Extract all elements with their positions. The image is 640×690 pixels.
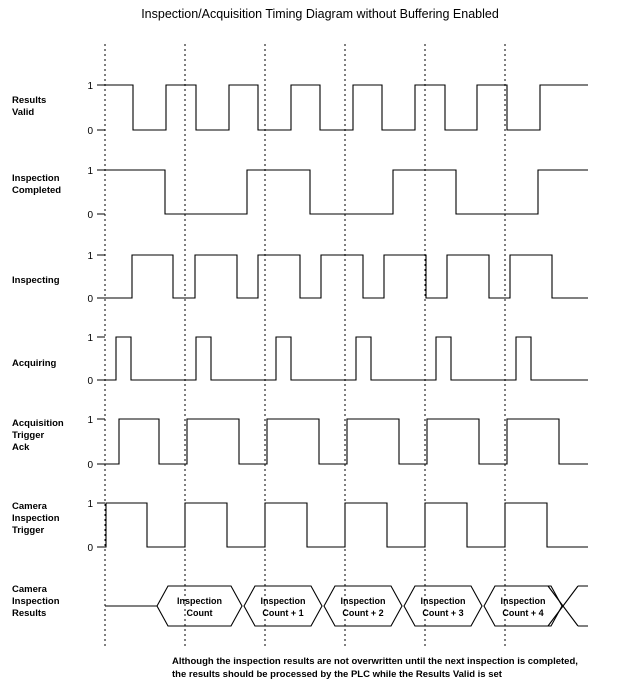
tick-label-acquiring-low: 0	[87, 376, 93, 387]
waveform-camera-inspection-trigger	[105, 502, 588, 548]
results-hexagon-2	[243, 585, 323, 627]
tick-label-inspection-completed-low: 0	[87, 210, 93, 221]
tick-label-camera-inspection-trigger-high: 1	[87, 499, 93, 510]
results-hexagon-3-label-line-1: Inspection	[340, 596, 385, 606]
signal-label-results-valid-line-1: Results	[12, 95, 46, 106]
tick-label-camera-inspection-trigger-low: 0	[87, 543, 93, 554]
waveform-inspecting	[105, 254, 588, 299]
waveform-inspection-completed	[105, 169, 588, 215]
axis-ticks: 1 0 1 0 1 0 1 0 1 0 1 0	[87, 81, 105, 554]
signal-label-acquisition-trigger-ack-line-3: Ack	[12, 442, 30, 453]
signal-label-inspection-completed-line-1: Inspection	[12, 173, 60, 184]
results-hexagon-5-label-line-1: Inspection	[500, 596, 545, 606]
tick-label-inspecting-low: 0	[87, 294, 93, 305]
gridlines	[104, 44, 506, 648]
results-hexagon-2-label-line-2: Count + 1	[262, 608, 303, 618]
page-title: Inspection/Acquisition Timing Diagram wi…	[141, 7, 499, 21]
results-bus-tail-line	[578, 585, 588, 627]
signal-label-inspection-completed-line-2: Completed	[12, 185, 61, 196]
signal-label-camera-inspection-results-line-1: Camera	[12, 584, 48, 595]
waveform-results-valid	[105, 84, 588, 131]
signal-label-camera-inspection-trigger-line-1: Camera	[12, 501, 48, 512]
results-hexagon-3	[323, 585, 403, 627]
tick-label-inspection-completed-high: 1	[87, 166, 93, 177]
results-hexagon-4-label-line-1: Inspection	[420, 596, 465, 606]
signal-label-camera-inspection-results-line-3: Results	[12, 608, 46, 619]
results-hexagon-4-label-line-2: Count + 3	[422, 608, 463, 618]
signal-label-camera-inspection-results-line-2: Inspection	[12, 596, 60, 607]
results-hexagon-1	[156, 585, 243, 627]
results-hexagon-1-label-line-2: Count	[187, 608, 213, 618]
footnote-line-1: Although the inspection results are not …	[172, 656, 578, 667]
results-hexagon-5-label-line-2: Count + 4	[502, 608, 543, 618]
footnote-line-2: the results should be processed by the P…	[172, 669, 503, 680]
results-hexagon-2-label-line-1: Inspection	[260, 596, 305, 606]
waveform-acquisition-trigger-ack	[105, 418, 588, 465]
tick-label-acquisition-trigger-ack-low: 0	[87, 460, 93, 471]
signal-label-acquisition-trigger-ack-line-2: Trigger	[12, 430, 45, 441]
signal-label-camera-inspection-trigger-line-3: Trigger	[12, 525, 45, 536]
waveform-acquiring	[105, 336, 588, 381]
waveform-traces	[105, 84, 588, 548]
results-hexagon-3-label-line-2: Count + 2	[342, 608, 383, 618]
tick-label-results-valid-low: 0	[87, 126, 93, 137]
tick-label-acquisition-trigger-ack-high: 1	[87, 415, 93, 426]
results-hexagon-4	[403, 585, 483, 627]
signal-label-camera-inspection-trigger-line-2: Inspection	[12, 513, 60, 524]
tick-label-results-valid-high: 1	[87, 81, 93, 92]
signal-labels: ResultsValidInspectionCompletedInspectin…	[12, 95, 64, 619]
tick-label-inspecting-high: 1	[87, 251, 93, 262]
signal-label-acquisition-trigger-ack-line-1: Acquisition	[12, 418, 64, 429]
signal-label-acquiring: Acquiring	[12, 358, 57, 369]
results-bus-end-cross	[547, 585, 579, 627]
signal-label-results-valid-line-2: Valid	[12, 107, 34, 118]
results-hexagon-1-label-line-1: Inspection	[177, 596, 222, 606]
tick-label-acquiring-high: 1	[87, 333, 93, 344]
results-hexagon-5	[483, 585, 563, 627]
signal-label-inspecting: Inspecting	[12, 275, 60, 286]
